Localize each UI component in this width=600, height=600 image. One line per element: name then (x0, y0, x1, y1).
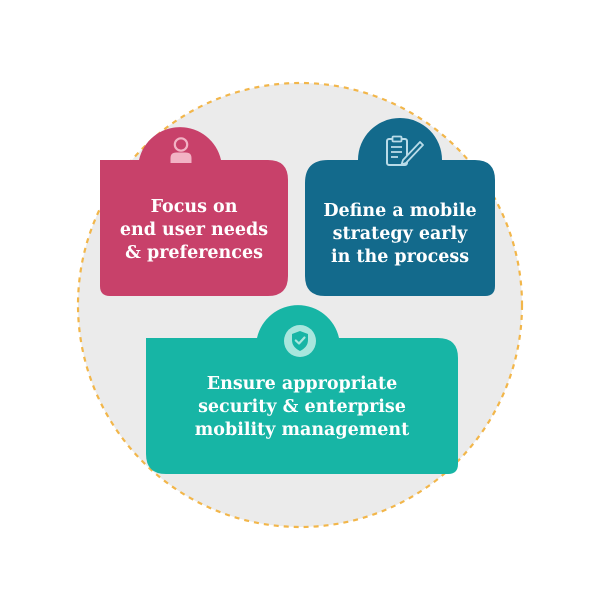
focus-line-3: & preferences (125, 243, 263, 263)
strategy-line-1: Define a mobile (323, 201, 477, 221)
strategy-card-shape (305, 118, 495, 296)
security-card-text: Ensure appropriate security & enterprise… (146, 373, 458, 442)
focus-card-shape (100, 127, 288, 296)
shield-check-icon (284, 325, 316, 357)
security-line-1: Ensure appropriate (206, 374, 398, 394)
security-card-shape (146, 305, 458, 474)
security-line-3: mobility management (194, 420, 410, 440)
focus-line-1: Focus on (150, 197, 238, 217)
strategy-line-3: in the process (330, 247, 470, 267)
clipboard-pencil-icon (386, 135, 424, 166)
strategy-line-2: strategy early (332, 224, 468, 244)
strategy-card-text: Define a mobile strategy early in the pr… (305, 200, 495, 269)
focus-line-2: end user needs (119, 220, 269, 240)
dashed-ring (76, 81, 524, 529)
security-line-2: security & enterprise (198, 397, 406, 417)
focus-card-text: Focus on end user needs & preferences (100, 196, 288, 265)
user-icon (170, 137, 192, 163)
